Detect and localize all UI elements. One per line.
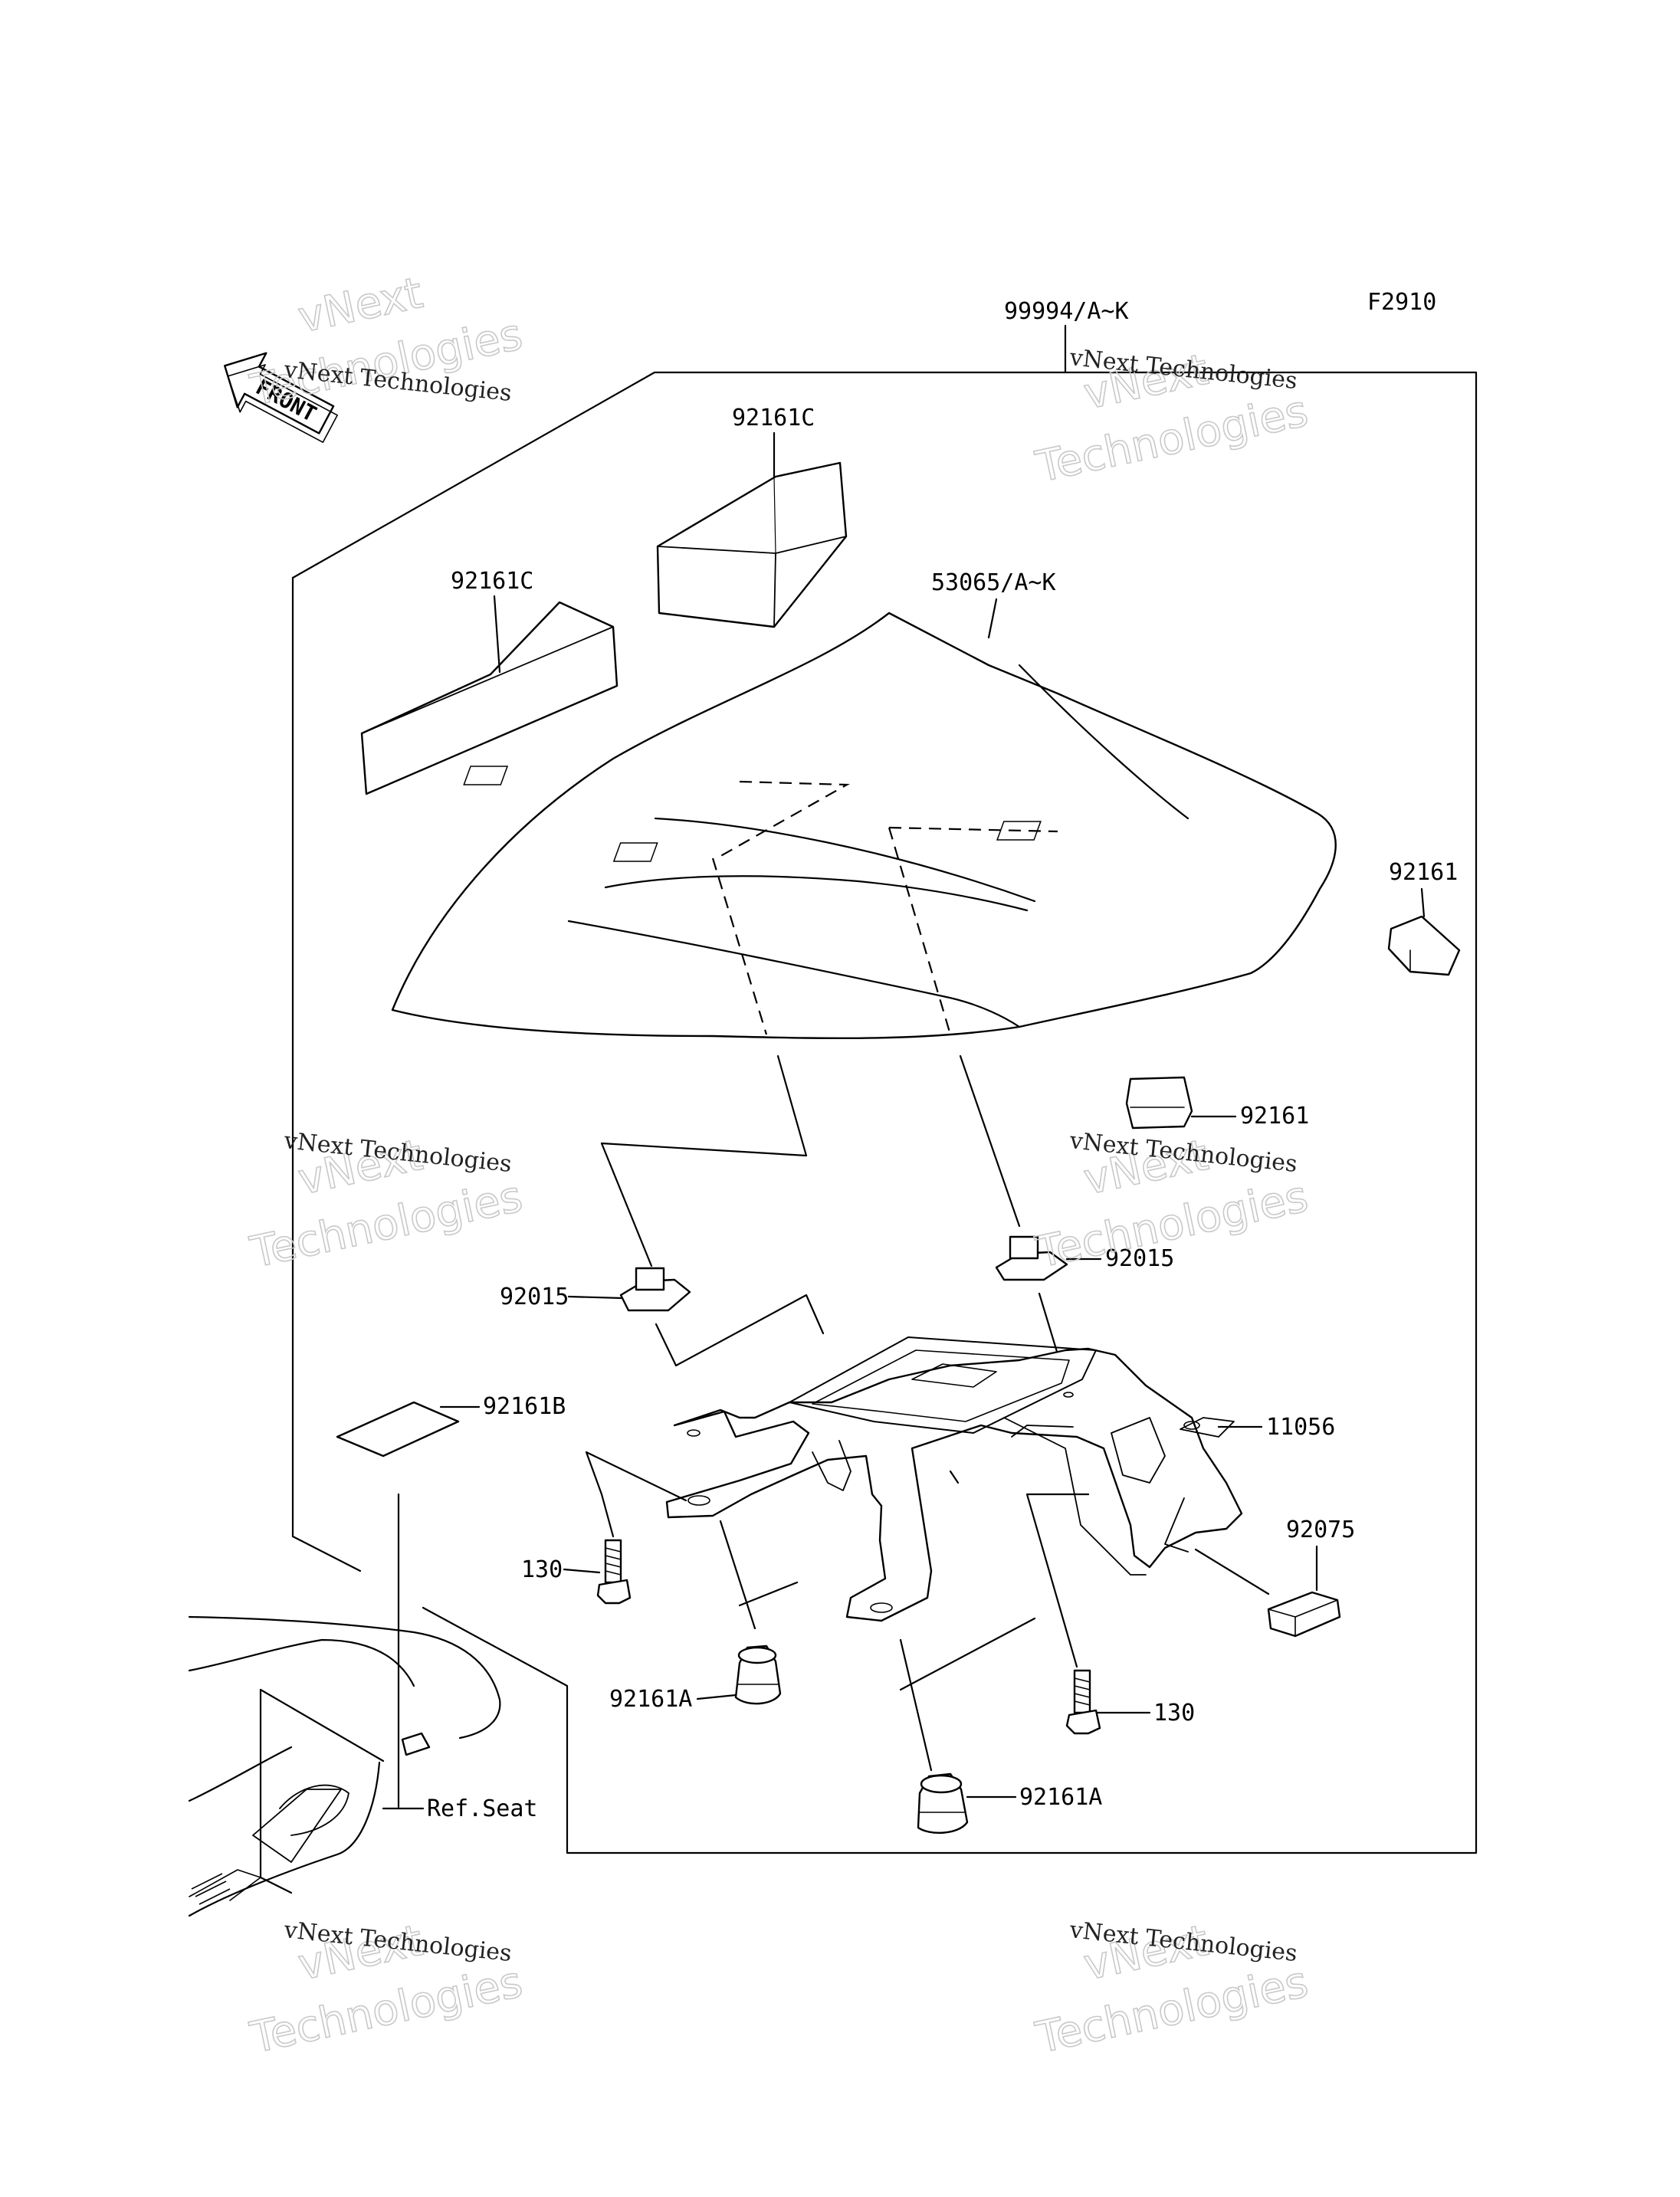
damper-mid bbox=[1125, 1076, 1193, 1130]
watermark-5: vNext Technologies bbox=[245, 1915, 527, 2064]
label-damper-right: 92161 bbox=[1389, 859, 1458, 886]
bolt-left bbox=[596, 1539, 632, 1605]
label-damper-mid: 92161 bbox=[1240, 1103, 1309, 1130]
pad-top-right bbox=[656, 461, 848, 628]
bolt-right bbox=[1065, 1669, 1101, 1735]
label-pad-top-left: 92161C bbox=[451, 568, 533, 595]
damper-right bbox=[1387, 915, 1461, 976]
rubber-left bbox=[734, 1644, 782, 1705]
nut-left bbox=[619, 1267, 691, 1312]
label-bracket: 11056 bbox=[1266, 1414, 1335, 1441]
label-rubber-left: 92161A bbox=[609, 1686, 692, 1713]
diagram-code: F2910 bbox=[1367, 289, 1436, 316]
watermark-6: vNext Technologies bbox=[1031, 1915, 1313, 2064]
label-label-block: 92075 bbox=[1286, 1517, 1355, 1543]
assembly-frame bbox=[291, 324, 1478, 1854]
bracket bbox=[665, 1336, 1243, 1622]
watermark-2: vNext Technologies bbox=[1031, 344, 1313, 493]
label-block bbox=[1267, 1591, 1341, 1638]
svg-text:Technologies: Technologies bbox=[1032, 1957, 1312, 2064]
label-rubber-right: 92161A bbox=[1019, 1784, 1102, 1811]
label-bolt-left: 130 bbox=[521, 1556, 563, 1583]
label-bolt-right: 130 bbox=[1153, 1700, 1195, 1726]
label-ref-seat: Ref.Seat bbox=[427, 1795, 538, 1822]
label-seat-cover: 53065/A~K bbox=[931, 569, 1056, 596]
svg-text:Technologies: Technologies bbox=[1032, 386, 1312, 493]
label-pad-top-right: 92161C bbox=[732, 405, 815, 431]
svg-text:vNext: vNext bbox=[294, 268, 427, 343]
svg-text:Technologies: Technologies bbox=[246, 1172, 527, 1278]
nut-right bbox=[995, 1235, 1068, 1281]
ref-seat bbox=[188, 1615, 501, 1917]
label-nut-left: 92015 bbox=[500, 1284, 569, 1310]
label-assembly: 99994/A~K bbox=[1004, 298, 1129, 325]
label-pad-flat: 92161B bbox=[483, 1393, 566, 1420]
rubber-right bbox=[917, 1772, 969, 1834]
label-nut-right: 92015 bbox=[1105, 1245, 1174, 1272]
pad-flat bbox=[336, 1401, 460, 1458]
seat-cover bbox=[391, 612, 1337, 1040]
pad-top-left bbox=[360, 601, 619, 795]
svg-text:Technologies: Technologies bbox=[246, 1957, 527, 2064]
